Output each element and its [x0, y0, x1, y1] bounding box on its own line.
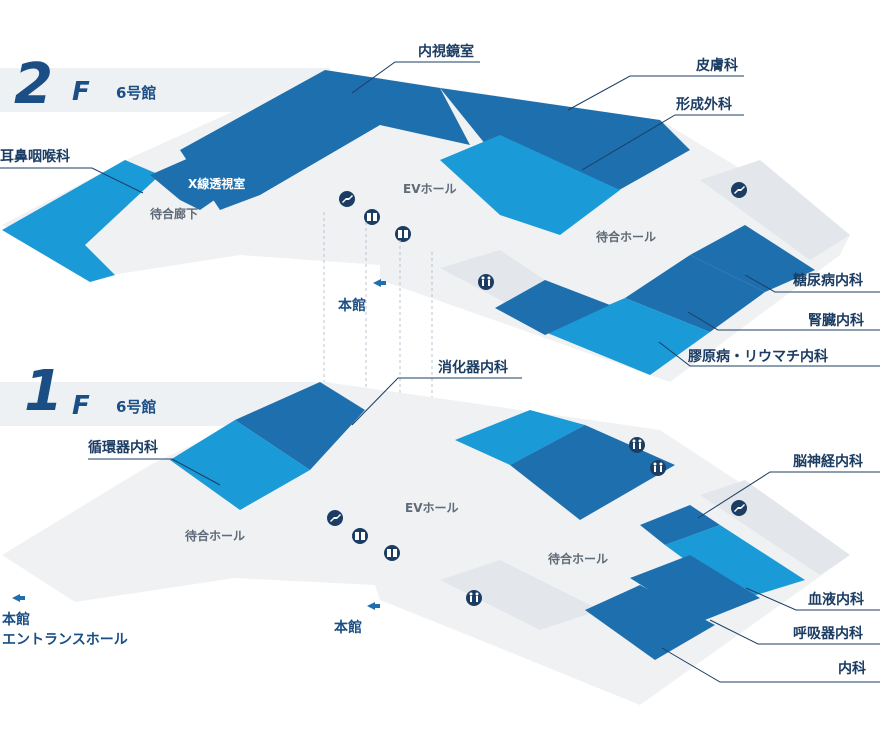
dept-neuro-block: [640, 505, 720, 545]
floor-1f-number: 1: [24, 359, 63, 424]
label-rheum: 膠原病・リウマチ内科: [688, 348, 828, 365]
area-waiting-corridor: 待合廊下: [150, 206, 198, 221]
leader-rheum: [658, 341, 880, 367]
dept-endoscopy-block: [180, 70, 470, 210]
floor-1f: 1 F 6号館 待合ホール EVホール 待合ホール: [0, 359, 880, 705]
exit-main-1f-left[interactable]: 本館: [2, 611, 30, 628]
label-derm: 皮膚科: [695, 57, 738, 74]
floor-2f-number: 2: [14, 52, 53, 117]
area-waiting-hall-1f-right: 待合ホール: [548, 551, 608, 566]
label-diabetes: 糖尿病内科: [793, 272, 863, 289]
area-ev-hall-1f: EVホール: [405, 501, 459, 515]
elevator-icon: [364, 209, 380, 225]
escalator-icon: [731, 182, 747, 198]
escalator-icon: [327, 510, 343, 526]
label-cardio: 循環器内科: [88, 439, 158, 456]
dept-plastic-block: [440, 135, 620, 235]
dept-ent-block: [2, 160, 160, 282]
floor-2f-letter: F: [72, 77, 90, 107]
dept-resp-block: [630, 555, 760, 622]
leader-plastic: [581, 114, 744, 171]
dept-diabetes-block: [690, 225, 815, 292]
leader-diabetes: [744, 274, 880, 293]
exit-arrow-icon: [367, 602, 380, 610]
escalator-icon: [339, 191, 355, 207]
floor-1f-letter: F: [72, 391, 90, 421]
exit-arrow-icon: [12, 594, 25, 602]
dept-internal-block: [585, 585, 715, 660]
exit-arrow-icon: [373, 279, 386, 287]
restroom-icon: [466, 590, 482, 606]
elevator-icon: [384, 545, 400, 561]
area-waiting-hall-2f: 待合ホール: [596, 229, 656, 244]
restroom-icon: [478, 274, 494, 290]
floor-1f-building: 6号館: [116, 398, 156, 416]
dept-1f-mid-light: [455, 410, 585, 465]
dept-kidney-block: [625, 255, 765, 332]
area-ev-hall-2f: EVホール: [403, 182, 457, 196]
exit-main-1f[interactable]: 本館: [334, 619, 362, 636]
leader-cardio: [88, 458, 221, 486]
floor-1f-restroom-block: [440, 560, 600, 630]
dept-hema-block: [665, 525, 805, 600]
floor-2f-building: 6号館: [116, 84, 156, 102]
dept-cardio-block: [170, 420, 310, 510]
label-plastic: 形成外科: [676, 96, 732, 113]
label-kidney: 腎臓内科: [808, 312, 864, 329]
label-hema: 血液内科: [808, 591, 864, 608]
leader-internal: [661, 647, 880, 683]
dept-2f-front-block: [495, 280, 610, 335]
dept-gastro-block: [235, 382, 365, 470]
leader-hema: [745, 587, 880, 611]
area-waiting-hall-1f-left: 待合ホール: [185, 528, 245, 543]
area-xray: X線透視室: [188, 176, 245, 191]
leader-kidney: [687, 311, 880, 331]
label-neuro: 脳神経内科: [793, 453, 863, 470]
elevator-icon: [395, 226, 411, 242]
label-ent: 耳鼻咽喉科: [0, 148, 70, 165]
exit-entrance-hall[interactable]: エントランスホール: [2, 632, 128, 648]
exit-main-2f[interactable]: 本館: [338, 297, 366, 314]
label-resp: 呼吸器内科: [793, 625, 863, 642]
leader-derm: [567, 75, 744, 111]
leader-gastro: [351, 377, 522, 426]
leader-ent: [0, 167, 144, 194]
dept-rheum-block: [545, 298, 710, 375]
leader-neuro: [697, 471, 880, 519]
leader-endoscopy: [351, 61, 480, 94]
floor-2f: 2 F 6号館 X線透視室 待合廊下 EVホール 待合ホール: [0, 43, 880, 382]
restroom-icon: [650, 460, 666, 476]
elevator-icon: [352, 528, 368, 544]
label-internal: 内科: [838, 660, 866, 677]
restroom-icon: [629, 437, 645, 453]
escalator-icon: [731, 500, 747, 516]
label-gastro: 消化器内科: [438, 359, 508, 376]
dept-derm-block: [440, 88, 690, 215]
leader-resp: [709, 619, 880, 645]
label-endoscopy: 内視鏡室: [418, 43, 474, 60]
